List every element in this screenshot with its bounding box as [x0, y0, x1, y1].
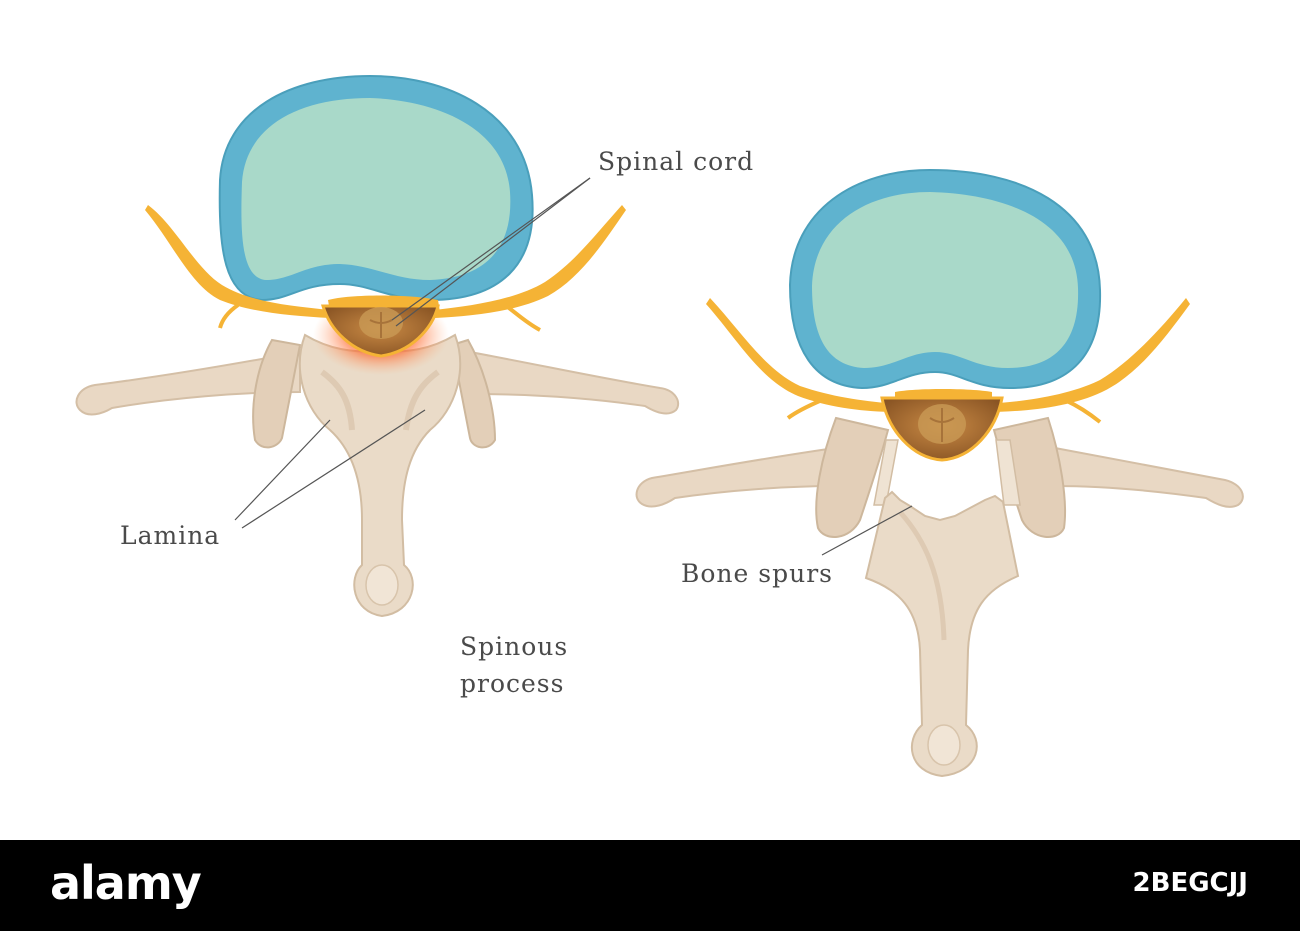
image-id: 2BEGCJJ — [1132, 868, 1248, 898]
brand-logo: alamy — [50, 856, 202, 910]
nerve-right — [435, 205, 626, 318]
watermark-footer: alamy 2BEGCJJ — [0, 840, 1300, 931]
label-lamina: Lamina — [120, 521, 221, 550]
label-spinous-line2: process — [460, 669, 565, 698]
facet-right-a — [815, 416, 890, 538]
transverse-process-right-right — [1054, 446, 1244, 508]
nerve-left — [145, 205, 330, 318]
transverse-process-left-left — [75, 350, 301, 416]
transverse-process-right-left — [635, 446, 836, 508]
leader-lamina-a — [234, 419, 331, 521]
vertebra-right — [635, 168, 1244, 778]
disc-core-left — [241, 98, 511, 280]
label-bone-spurs: Bone spurs — [681, 559, 833, 588]
leader-lines — [234, 177, 913, 556]
transverse-process-left-right — [469, 350, 680, 415]
leader-lamina-b — [241, 409, 426, 529]
vertebra-left — [75, 74, 680, 618]
label-spinal-cord: Spinal cord — [598, 147, 755, 176]
articular-pillar-left-a — [252, 338, 302, 449]
label-spinous-process: Spinous process — [460, 628, 568, 702]
leader-bone-spurs — [821, 505, 913, 556]
spinal-stenosis-diagram — [75, 74, 1244, 778]
leader-spinal-cord-b — [395, 177, 591, 327]
nerve-right-left — [706, 298, 900, 412]
leader-spinal-cord-a — [391, 177, 591, 321]
nerve-right-right — [985, 298, 1190, 412]
articular-pillar-left-b — [450, 338, 497, 449]
disc-core-right — [812, 192, 1079, 368]
label-spinous-line1: Spinous — [460, 632, 569, 661]
